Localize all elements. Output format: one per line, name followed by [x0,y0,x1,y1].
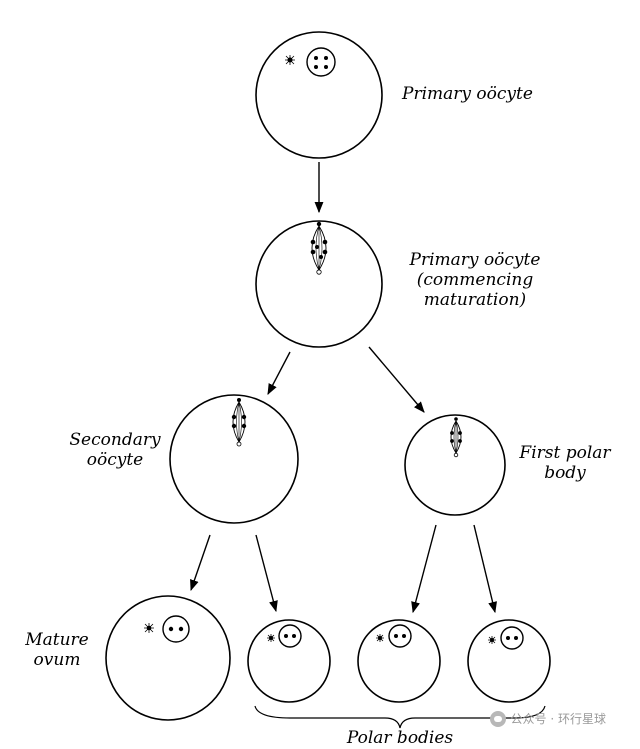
centrosome-icon [285,55,295,65]
mature-ovum-cell [105,595,231,721]
polar-body-2-cell [357,619,441,703]
centrosome-icon [376,634,384,642]
label-commencing-line1: Primary oöcyte [409,250,541,270]
polar-body-1-cell [247,619,331,703]
polar-bodies-brace [254,705,546,729]
label-secondary-line2: oöcyte [86,450,144,470]
label-mature-line2: ovum [33,650,81,670]
centrosome-icon [488,636,496,644]
label-secondary-line1: Secondary [69,430,161,450]
spindle-icon [231,398,247,447]
commencing-oocyte-cell [255,220,383,348]
primary-oocyte-cell [255,31,383,159]
label-polar-bodies: Polar bodies [346,728,454,748]
centrosome-icon [267,634,275,642]
label-mature-line1: Mature [25,630,89,650]
label-commencing-line2: (commencing [416,270,534,290]
arrow-to-first-polar-body [368,346,425,413]
label-commencing-line3: maturation) [423,290,527,310]
arrow-to-secondary-oocyte [267,351,291,395]
polar-body-3-cell [467,619,551,703]
label-secondary-oocyte: Secondary oöcyte [60,430,170,470]
spindle-icon [310,221,328,275]
label-commencing-maturation: Primary oöcyte (commencing maturation) [400,250,550,310]
arrow-to-mature-ovum [190,534,211,592]
label-first-polar-line2: body [544,463,586,483]
watermark: 公众号 · 环行星球 [489,710,606,727]
label-primary-oocyte: Primary oöcyte [402,84,533,104]
label-first-polar-line1: First polar [519,443,611,463]
arrow-to-polar-body-3 [411,524,437,614]
spindle-icon [450,417,462,458]
label-first-polar-body: First polar body [510,443,620,483]
watermark-text: 公众号 · 环行星球 [510,712,606,726]
arrow-to-polar-body-4 [473,524,497,614]
first-polar-body-cell [404,414,506,516]
centrosome-icon [144,623,154,633]
label-mature-ovum: Mature ovum [20,630,94,670]
secondary-oocyte-cell [169,394,299,524]
wechat-icon [489,710,506,727]
arrow-to-second-polar-body [255,534,278,613]
